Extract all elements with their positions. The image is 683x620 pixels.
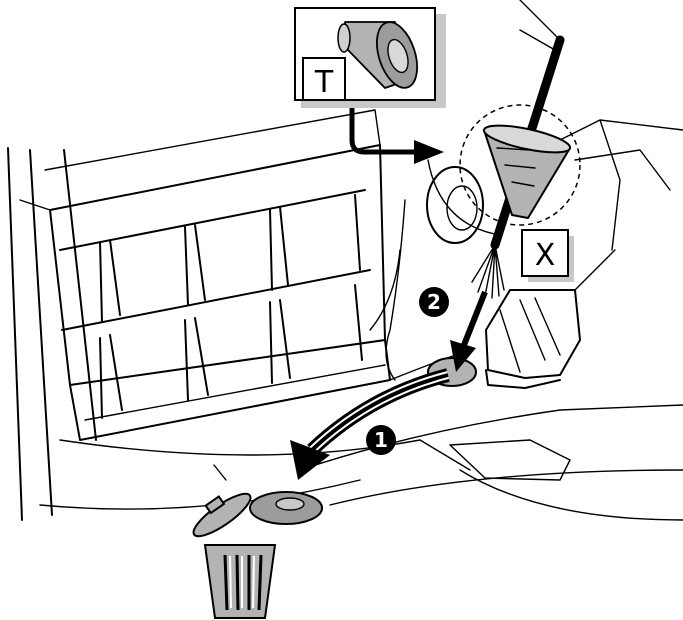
tool-label: T: [314, 65, 334, 100]
trash-bin-icon: [184, 465, 275, 618]
vent-grille: [20, 110, 390, 440]
curved-arrow-icon: [290, 375, 448, 480]
tool-callout: T: [295, 8, 446, 108]
grommet-on-cable: [482, 120, 572, 218]
part-callout: X: [522, 230, 574, 282]
step-2-number: 2: [427, 290, 441, 314]
removed-grommet: [250, 492, 322, 524]
step-1-number: 1: [374, 428, 388, 452]
step-2-arrow: [450, 292, 485, 372]
part-label: X: [535, 238, 556, 273]
straight-arrow-icon: [352, 108, 444, 164]
